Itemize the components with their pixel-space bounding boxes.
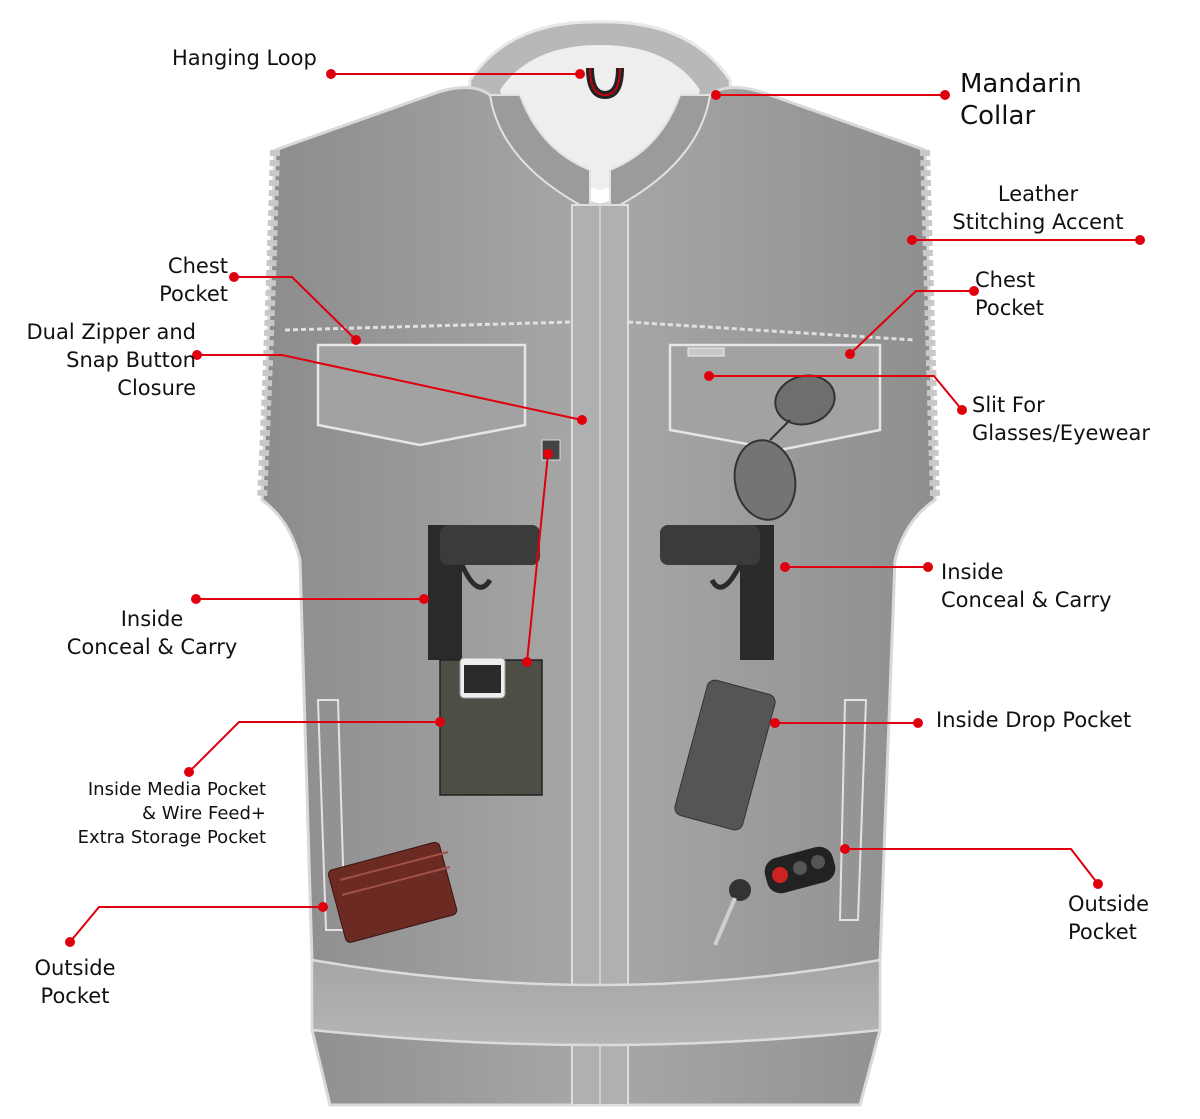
label-outside-pocket-left: Outside Pocket — [34, 956, 116, 1008]
callout-media-zipper — [526, 453, 549, 663]
label-mandarin-collar: Mandarin Collar — [960, 69, 1082, 131]
lace-left — [257, 149, 280, 501]
pistol-right-icon — [660, 525, 774, 660]
eyewear-slit — [687, 347, 725, 357]
callout-chest-left — [234, 276, 357, 341]
label-slit-glasses: Slit For Glasses/Eyewear — [972, 393, 1151, 445]
label-dual-zipper: Dual Zipper and Snap Button Closure — [26, 320, 196, 400]
label-media-pocket: Inside Media Pocket & Wire Feed+ Extra S… — [77, 779, 266, 848]
label-leather-stitching: Leather Stitching Accent — [952, 182, 1124, 234]
label-outside-pocket-right: Outside Pocket — [1068, 892, 1150, 944]
phone-icon — [674, 679, 776, 831]
wallet-icon — [327, 841, 458, 943]
label-conceal-left: Inside Conceal & Carry — [66, 607, 238, 659]
callout-dual-zipper — [197, 354, 583, 421]
hem-band — [310, 958, 882, 1047]
label-conceal-right: Inside Conceal & Carry — [941, 560, 1112, 612]
callout-slit-glasses — [709, 375, 963, 411]
label-inside-drop-pocket: Inside Drop Pocket — [936, 708, 1132, 732]
callout-media-pocket — [188, 721, 440, 773]
pistol-left-icon — [428, 525, 540, 660]
callout-chest-right — [849, 290, 974, 355]
callout-outside-right — [845, 848, 1099, 885]
sunglasses-icon — [733, 374, 836, 521]
label-hanging-loop: Hanging Loop — [172, 46, 317, 70]
key-fob-icon — [713, 846, 836, 946]
lace-right — [920, 149, 940, 501]
left-chest-flap — [316, 343, 527, 447]
label-chest-pocket-right: Chest Pocket — [975, 268, 1044, 320]
label-chest-pocket-left: Chest Pocket — [159, 254, 228, 306]
callout-outside-left — [69, 906, 323, 943]
media-pouch-icon — [439, 657, 543, 796]
